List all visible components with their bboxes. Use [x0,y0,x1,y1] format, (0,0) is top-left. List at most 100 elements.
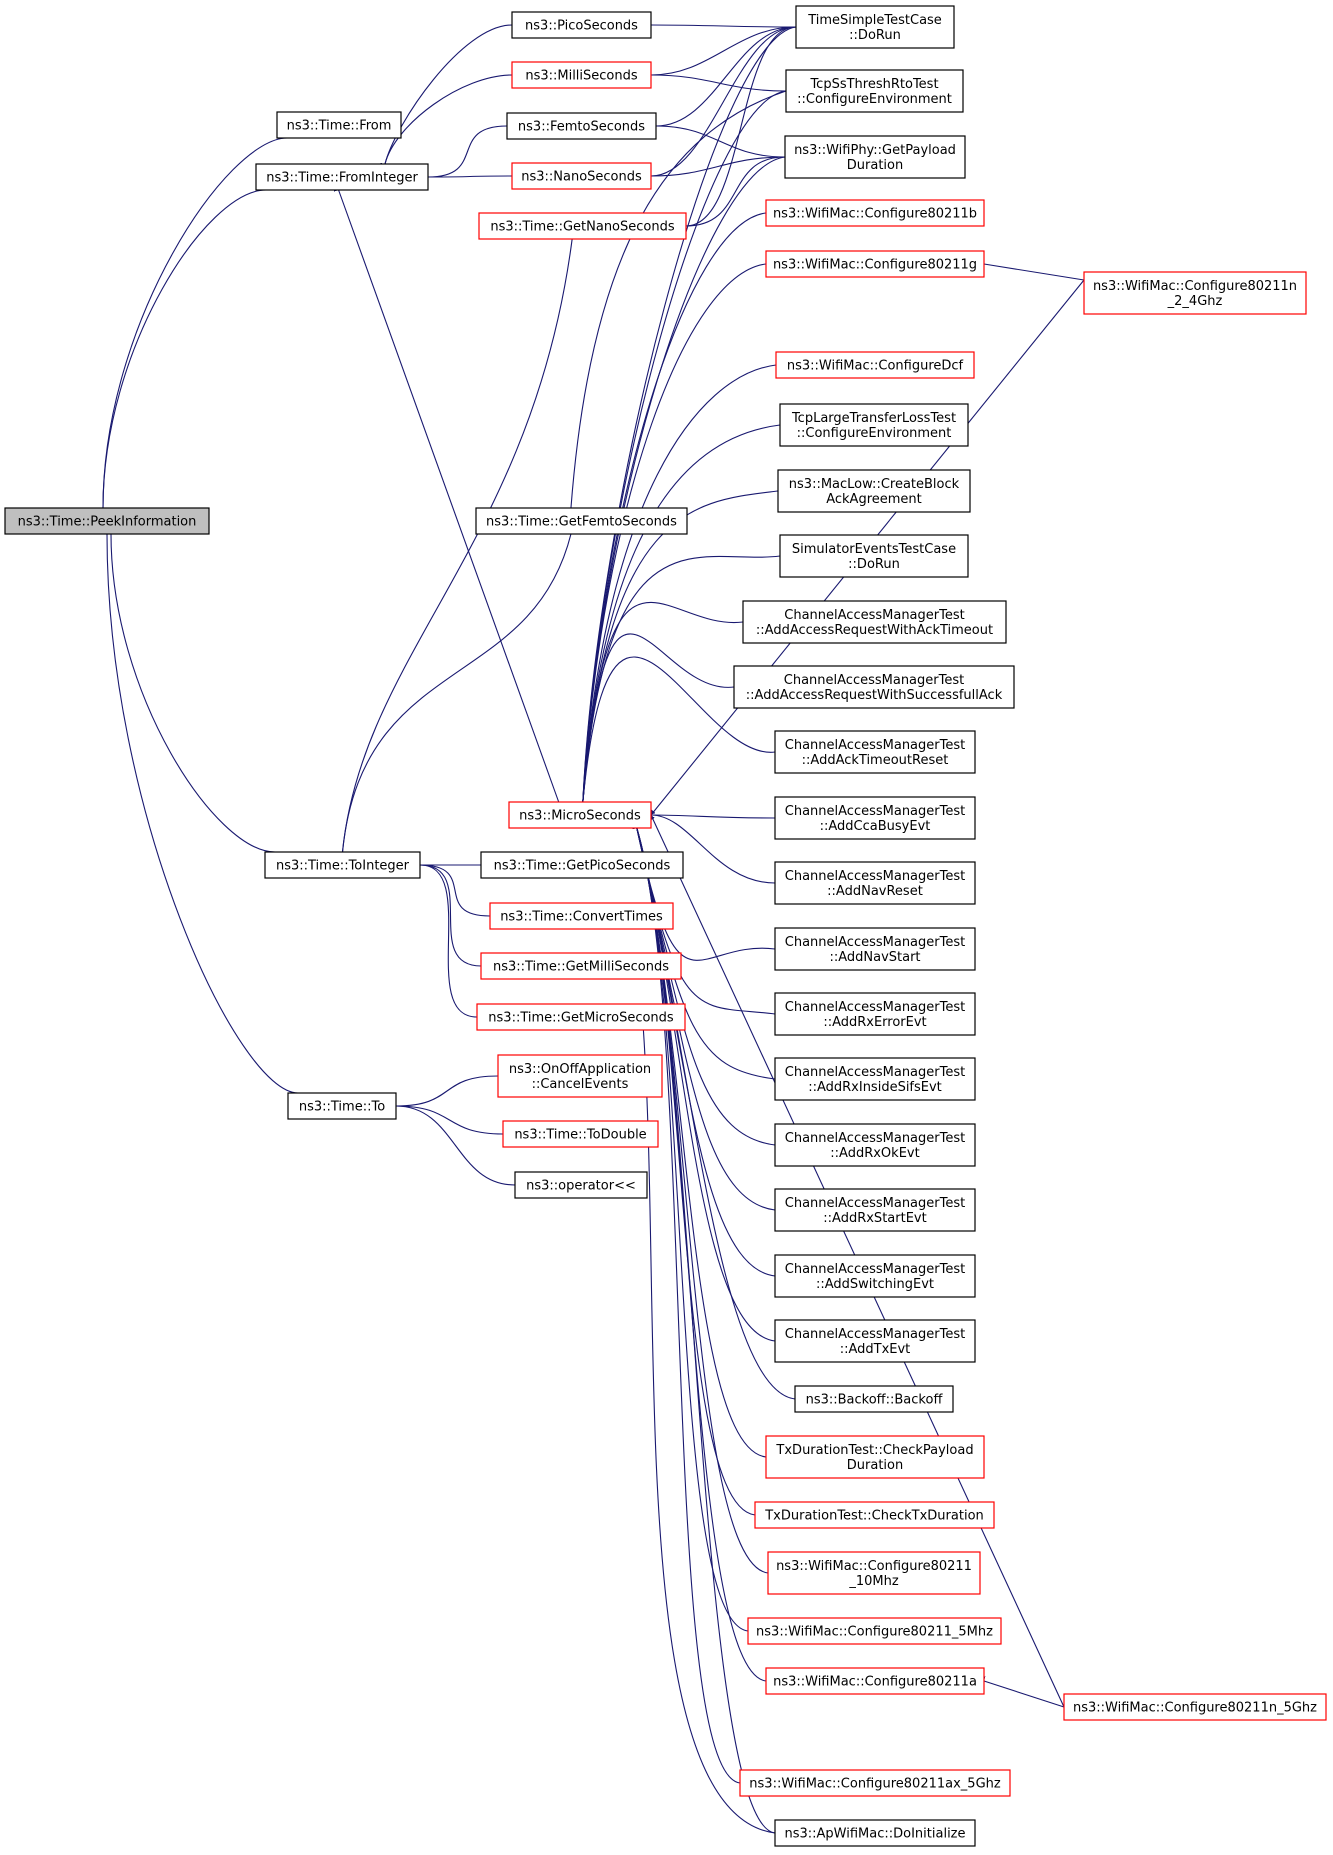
node-tcpss[interactable]: TcpSsThreshRtoTest::ConfigureEnvironment [785,69,964,113]
node-label: ns3::Backoff::Backoff [806,1393,944,1408]
node-getnano[interactable]: ns3::Time::GetNanoSeconds [478,212,687,240]
node-box [502,1120,659,1148]
node-femto[interactable]: ns3::FemtoSeconds [506,112,657,140]
node-getfemto[interactable]: ns3::Time::GetFemtoSeconds [475,507,688,535]
node-label: ::AddRxInsideSifsEvt [808,1080,942,1095]
node-camrxok[interactable]: ChannelAccessManagerTest::AddRxOkEvt [774,1123,976,1167]
edge-camnavreset-to-micro [651,815,776,884]
node-onoff[interactable]: ns3::OnOffApplication::CancelEvents [497,1054,663,1098]
node-pico[interactable]: ns3::PicoSeconds [511,11,652,39]
node-box [774,861,976,905]
edge-c11g-to-micro [583,263,767,802]
node-box [775,351,975,379]
node-box [774,1819,976,1847]
node-nano[interactable]: ns3::NanoSeconds [511,162,652,190]
node-label: ::AddTxEvt [840,1342,911,1357]
node-box [747,1617,1002,1645]
node-box [478,212,687,240]
edge-getmilli-to-toint [420,865,482,967]
node-getmilli[interactable]: ns3::Time::GetMilliSeconds [480,952,682,980]
node-txdurtx[interactable]: TxDurationTest::CheckTxDuration [754,1501,995,1529]
node-label: ns3::WifiMac::Configure80211g [773,258,977,273]
node-todouble[interactable]: ns3::Time::ToDouble [502,1120,659,1148]
node-label: ChannelAccessManagerTest [785,1196,965,1211]
edge-tstc-to-nano [651,26,797,176]
node-camnavreset[interactable]: ChannelAccessManagerTest::AddNavReset [774,861,976,905]
node-tstc[interactable]: TimeSimpleTestCase::DoRun [795,5,955,49]
node-apwifi[interactable]: ns3::ApWifiMac::DoInitialize [774,1819,976,1847]
node-camcca[interactable]: ChannelAccessManagerTest::AddCcaBusyEvt [774,796,976,840]
node-label: ns3::WifiPhy::GetPayload [794,143,956,158]
node-c10mhz[interactable]: ns3::WifiMac::Configure80211_10Mhz [767,1551,981,1595]
node-getpico[interactable]: ns3::Time::GetPicoSeconds [480,851,684,879]
node-tcplarge[interactable]: TcpLargeTransferLossTest::ConfigureEnvir… [779,403,969,447]
node-micro[interactable]: ns3::MicroSeconds [508,801,652,829]
node-camnavstart[interactable]: ChannelAccessManagerTest::AddNavStart [774,927,976,971]
node-label: ns3::Time::From [287,119,392,134]
node-opshl[interactable]: ns3::operator<< [514,1171,648,1199]
node-getmicro[interactable]: ns3::Time::GetMicroSeconds [476,1003,686,1031]
node-box [779,534,969,578]
node-fromint[interactable]: ns3::Time::FromInteger [255,163,429,191]
edge-tcpss-to-milli [651,75,787,92]
node-camackreset[interactable]: ChannelAccessManagerTest::AddAckTimeoutR… [774,730,976,774]
node-camsucc[interactable]: ChannelAccessManagerTest::AddAccessReque… [733,665,1015,709]
edge-camcca-to-micro [651,815,776,818]
node-label: ns3::Time::GetMicroSeconds [488,1011,674,1026]
edge-pico-to-fromint [385,24,513,164]
node-c5mhz[interactable]: ns3::WifiMac::Configure80211_5Mhz [747,1617,1002,1645]
node-milli[interactable]: ns3::MilliSeconds [511,61,652,89]
node-camrxinside[interactable]: ChannelAccessManagerTest::AddRxInsideSif… [774,1057,976,1101]
node-label: ns3::WifiMac::ConfigureDcf [787,359,964,374]
node-cdcf[interactable]: ns3::WifiMac::ConfigureDcf [775,351,975,379]
node-label: ::CancelEvents [532,1077,629,1092]
node-box [480,851,684,879]
node-label: ns3::Time::To [299,1100,385,1115]
edge-opshl-to-to [396,1106,516,1186]
node-c11n24[interactable]: ns3::WifiMac::Configure80211n_2_4Ghz [1083,271,1307,315]
node-label: ChannelAccessManagerTest [784,608,964,623]
node-convert[interactable]: ns3::Time::ConvertTimes [489,902,674,930]
node-camswitch[interactable]: ChannelAccessManagerTest::AddSwitchingEv… [774,1254,976,1298]
node-label: TxDurationTest::CheckTxDuration [764,1509,984,1524]
node-box [785,69,964,113]
edge-c11n24-to-c11g [984,264,1085,281]
node-box [508,801,652,829]
node-label: ns3::MilliSeconds [525,69,638,84]
node-c11g[interactable]: ns3::WifiMac::Configure80211g [765,250,985,278]
node-camrxerr[interactable]: ChannelAccessManagerTest::AddRxErrorEvt [774,992,976,1036]
edge-getfemto-to-toint [343,533,572,852]
node-c11b[interactable]: ns3::WifiMac::Configure80211b [765,199,985,227]
node-simev[interactable]: SimulatorEventsTestCase::DoRun [779,534,969,578]
edge-camswitch-to-micro [637,828,776,1277]
node-backoff[interactable]: ns3::Backoff::Backoff [794,1385,954,1413]
edge-c11ax-to-micro [637,828,741,1784]
node-label: ChannelAccessManagerTest [785,1262,965,1277]
node-label: ::AddAccessRequestWithAckTimeout [756,623,993,638]
edge-micro-to-fromint [339,190,560,803]
node-camtx[interactable]: ChannelAccessManagerTest::AddTxEvt [774,1319,976,1363]
edge-c11b-to-micro [583,212,767,802]
node-box [774,927,976,971]
node-box [497,1054,663,1098]
node-label: ns3::Time::ConvertTimes [500,910,663,925]
node-label: ::DoRun [849,28,901,43]
node-label: ::AddCcaBusyEvt [820,819,931,834]
node-c11ax[interactable]: ns3::WifiMac::Configure80211ax_5Ghz [739,1769,1011,1797]
node-label: ::ConfigureEnvironment [797,426,952,441]
node-label: ns3::operator<< [526,1179,636,1194]
edge-from-to-peek [103,137,288,508]
node-box [754,1501,995,1529]
node-peek[interactable]: ns3::Time::PeekInformation [4,507,210,535]
node-camrxstart[interactable]: ChannelAccessManagerTest::AddRxStartEvt [774,1188,976,1232]
node-toint[interactable]: ns3::Time::ToInteger [264,851,421,879]
node-c11a[interactable]: ns3::WifiMac::Configure80211a [765,1667,985,1695]
node-camack[interactable]: ChannelAccessManagerTest::AddAccessReque… [742,600,1007,644]
node-c11n5[interactable]: ns3::WifiMac::Configure80211n_5Ghz [1063,1693,1327,1721]
node-to[interactable]: ns3::Time::To [287,1092,397,1120]
node-from[interactable]: ns3::Time::From [276,111,402,139]
edge-fromint-to-peek [103,189,267,508]
